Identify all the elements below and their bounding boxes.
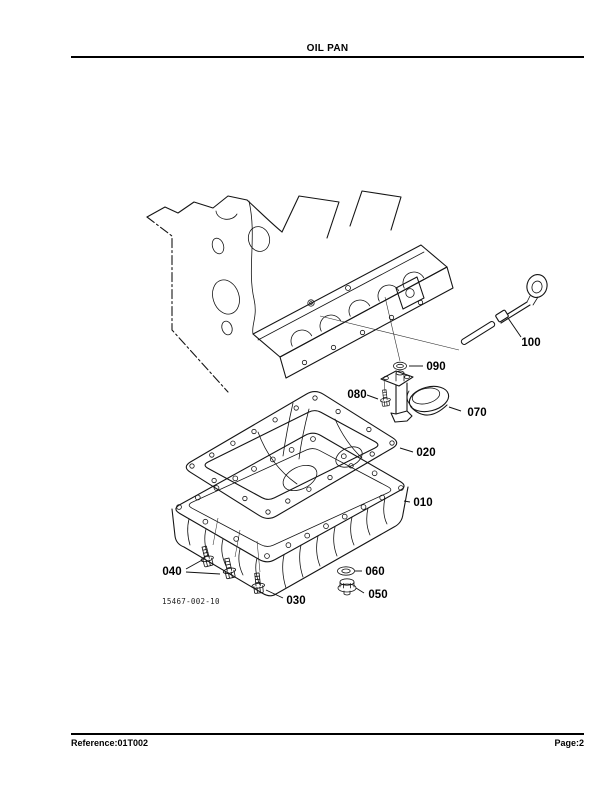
dipstick-drawing	[460, 274, 548, 346]
drain-plug-050-drawing	[337, 578, 357, 596]
bolt-projection-line	[212, 517, 219, 546]
callout-020-gasket: 020	[416, 447, 435, 459]
footer-reference: Reference:01T002	[71, 738, 149, 748]
washer-060-drawing	[337, 566, 355, 576]
callout-030-bolt: 030	[286, 595, 305, 607]
engine-block-drawing	[146, 190, 454, 393]
callout-070-strainer: 070	[467, 407, 486, 419]
callout-010-oil-pan: 010	[413, 497, 432, 509]
callout-040-bolts: 040	[162, 566, 181, 578]
oil-strainer-drawing	[380, 370, 450, 423]
page-footer: Reference:01T002 Page:2	[71, 733, 584, 748]
oil-pan-drawing	[171, 402, 409, 597]
o-ring-drawing	[393, 361, 407, 371]
callout-050-drain-plug: 050	[368, 589, 387, 601]
figure-code: 15467-002-10	[162, 597, 220, 606]
gasket-drawing	[185, 391, 398, 519]
page-title: OIL PAN	[306, 43, 349, 54]
callout-060-washer: 060	[365, 566, 384, 578]
leader-lines	[185, 317, 522, 599]
callout-100-dipstick: 100	[521, 337, 540, 349]
page-header: OIL PAN	[71, 38, 584, 58]
bolt-projection-line	[234, 529, 241, 558]
strainer-centerline	[384, 296, 401, 362]
callout-080-bolt: 080	[347, 389, 366, 401]
bolt-040b-drawing	[220, 556, 238, 580]
dipstick-centerline	[319, 315, 460, 351]
callout-090-o-ring: 090	[426, 361, 445, 373]
footer-page-number: Page:2	[554, 738, 584, 748]
bolt-projection-line	[256, 540, 261, 573]
